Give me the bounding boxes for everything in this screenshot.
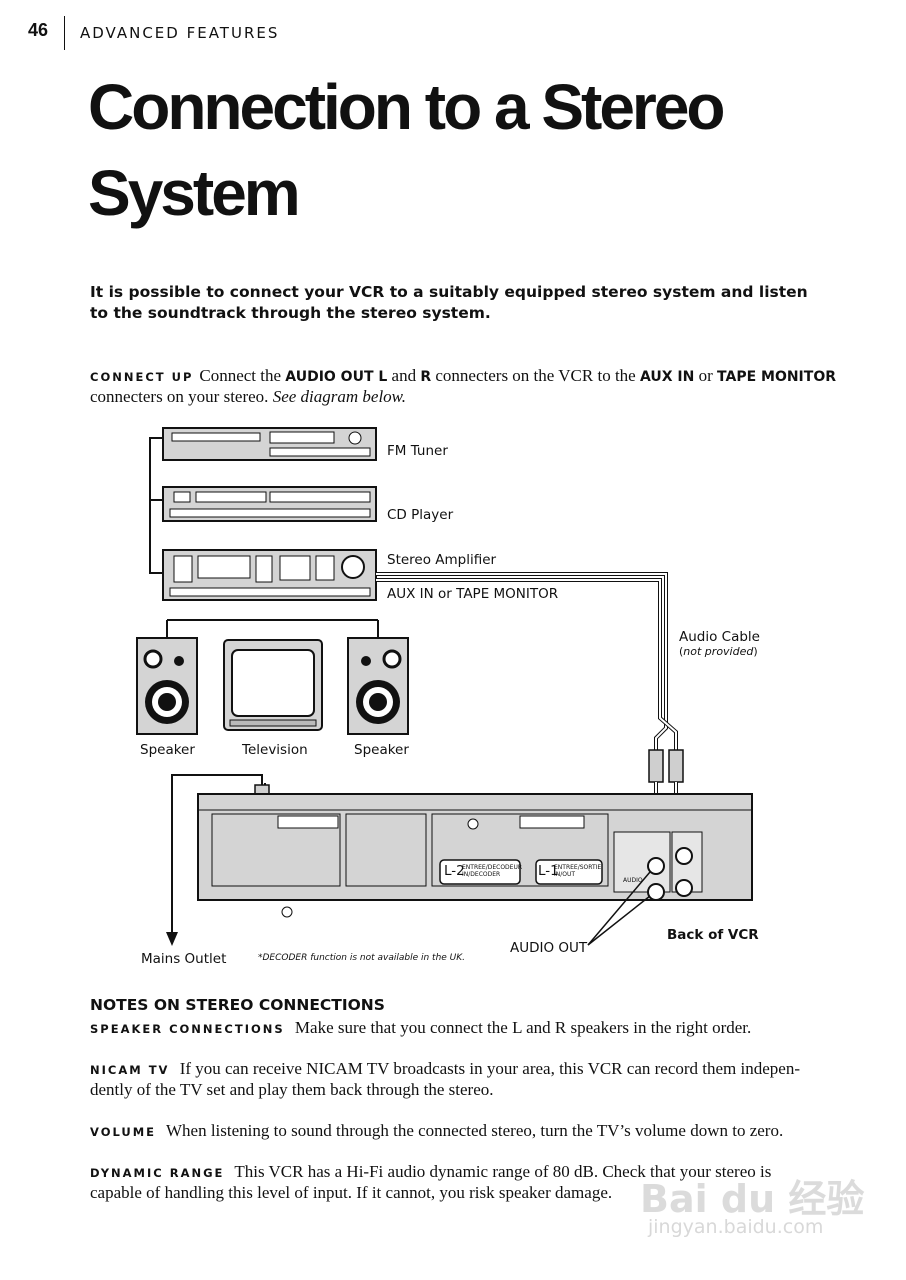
speaker-connections-lead: SPEAKER CONNECTIONS — [90, 1022, 285, 1036]
connect-text-5: connecters on your stereo. — [90, 387, 269, 406]
nicam-tv-line-1: If you can receive NICAM TV broadcasts i… — [179, 1059, 800, 1078]
connect-text-4: or — [698, 366, 713, 385]
fm-tuner-device — [162, 427, 377, 461]
stereo-amplifier-label: Stereo Amplifier — [387, 552, 497, 568]
vcr-back-panel — [197, 793, 753, 918]
volume-lead: VOLUME — [90, 1125, 157, 1139]
title-line-2: System — [88, 157, 301, 229]
notes-heading: NOTES ON STEREO CONNECTIONS — [90, 996, 385, 1014]
speaker-connections-text: Make sure that you connect the L and R s… — [294, 1018, 752, 1037]
l1-connector-sub2: IN/OUT — [554, 871, 575, 878]
speaker-right-device — [347, 637, 409, 735]
television-device — [223, 639, 323, 731]
dynamic-range-note: DYNAMIC RANGE This VCR has a Hi-Fi audio… — [90, 1161, 870, 1203]
connect-text-3: connecters on the VCR to the — [435, 366, 636, 385]
connect-text-1: Connect the — [199, 366, 282, 385]
back-of-vcr-label: Back of VCR — [667, 927, 759, 943]
volume-text: When listening to sound through the conn… — [165, 1121, 784, 1140]
connect-bold-2: R — [420, 369, 432, 385]
header-divider — [64, 16, 65, 50]
volume-note: VOLUME When listening to sound through t… — [90, 1120, 870, 1141]
connect-italic: See diagram below. — [272, 387, 406, 406]
l2-connector-sub1: ENTREE/DECODEUR — [462, 864, 522, 871]
dynamic-range-line-1: This VCR has a Hi-Fi audio dynamic range… — [234, 1162, 772, 1181]
not-provided-text: not provided — [683, 645, 754, 658]
audio-out-pointers — [587, 871, 651, 946]
intro-paragraph: It is possible to connect your VCR to a … — [90, 283, 808, 322]
page-title: Connection to a Stereo System — [88, 64, 848, 236]
nicam-tv-lead: NICAM TV — [90, 1063, 170, 1077]
connect-bold-3: AUX IN — [639, 369, 695, 385]
connect-text-2: and — [391, 366, 417, 385]
section-title: ADVANCED FEATURES — [80, 24, 280, 42]
audio-cable-label: Audio Cable — [679, 629, 760, 645]
audio-out-label: AUDIO OUT — [510, 940, 588, 956]
cd-player-device — [162, 486, 377, 522]
title-line-1: Connection to a Stereo — [88, 71, 725, 143]
speaker-connections-note: SPEAKER CONNECTIONS Make sure that you c… — [90, 1017, 870, 1038]
connect-bold-4: TAPE MONITOR — [717, 369, 837, 385]
audio-jack-label: AUDIO — [623, 877, 643, 884]
baidu-watermark: Bai du 经验 — [640, 1177, 865, 1221]
l2-connector-label: L-2 — [444, 863, 465, 879]
decoder-note: *DECODER function is not available in th… — [258, 953, 465, 963]
television-label: Television — [241, 742, 308, 758]
fm-tuner-label: FM Tuner — [387, 443, 448, 459]
speaker-left-label: Speaker — [140, 742, 195, 758]
speaker-left-device — [136, 637, 198, 735]
baidu-watermark-url: jingyan.baidu.com — [648, 1216, 824, 1238]
dynamic-range-lead: DYNAMIC RANGE — [90, 1166, 225, 1180]
connect-up-lead: CONNECT UP — [90, 370, 194, 384]
speaker-right-label: Speaker — [354, 742, 409, 758]
l2-connector-sub2: IN/DECODER — [462, 871, 500, 878]
not-provided-note: (not provided) — [679, 645, 758, 658]
page-number: 46 — [28, 20, 49, 40]
connect-bold-1: AUDIO OUT L — [285, 369, 388, 385]
nicam-tv-line-2: dently of the TV set and play them back … — [90, 1080, 494, 1099]
dynamic-range-line-2: capable of handling this level of input.… — [90, 1183, 613, 1202]
cd-player-label: CD Player — [387, 507, 454, 523]
nicam-tv-note: NICAM TV If you can receive NICAM TV bro… — [90, 1058, 870, 1100]
l1-connector-sub1: ENTREE/SORTIE — [554, 864, 601, 871]
stereo-amplifier-device — [162, 549, 377, 601]
aux-in-label: AUX IN or TAPE MONITOR — [387, 586, 558, 602]
connection-diagram: FM Tuner CD Player Stereo Amplifier AUX … — [136, 427, 760, 967]
l1-connector-label: L-1 — [538, 863, 559, 879]
mains-outlet-label: Mains Outlet — [141, 951, 226, 967]
